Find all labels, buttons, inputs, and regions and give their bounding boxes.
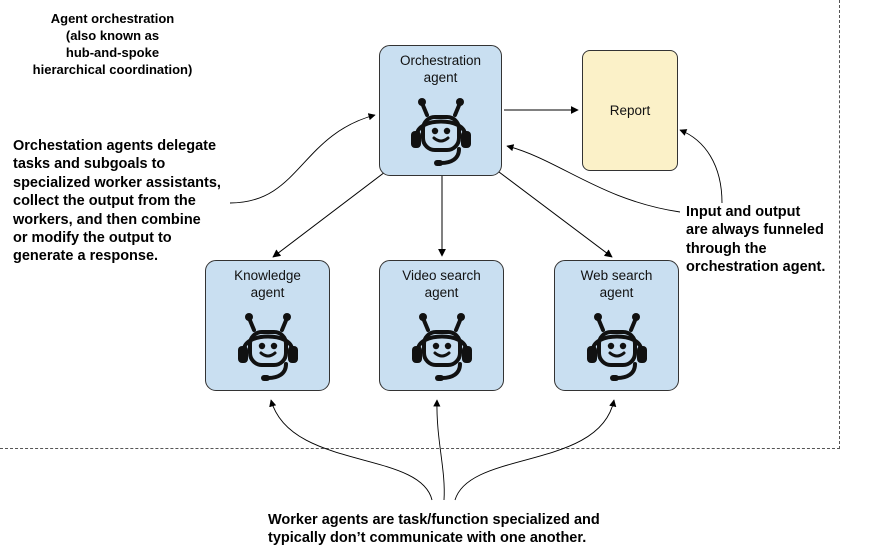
arrow-orchestration-to-knowledge [272, 171, 386, 258]
node-label: Orchestration agent [399, 53, 482, 85]
annotation-orchestration-role: Orchestation agents delegate tasks and s… [13, 138, 221, 265]
title-line: (also known as [65, 28, 160, 43]
pointer-bottom-to-knowledge [269, 399, 433, 501]
annotation-io-funnel: Input and output are always funneled thr… [686, 204, 826, 276]
annotation-worker-agents: Worker agents are task/function speciali… [268, 512, 600, 547]
pointer-right-to-report [679, 129, 723, 204]
pointer-left-annotation [229, 113, 376, 204]
node-label: Knowledge agent [234, 268, 301, 300]
robot-headset-icon [577, 308, 657, 388]
web-search-agent-node: Web search agent [554, 260, 679, 391]
pointer-bottom-to-video [433, 399, 445, 501]
pointer-right-to-orchestration [506, 144, 681, 213]
diagram-boundary [0, 0, 840, 449]
knowledge-agent-node: Knowledge agent [205, 260, 330, 391]
orchestration-agent-node: Orchestration agent [379, 45, 502, 176]
robot-headset-icon [228, 308, 308, 388]
title-line: hub-and-spoke [65, 45, 160, 60]
video-search-agent-node: Video search agent [379, 260, 504, 391]
robot-headset-icon [401, 93, 481, 173]
robot-headset-icon [402, 308, 482, 388]
report-node: Report [582, 50, 678, 171]
node-label: Web search agent [580, 268, 653, 300]
diagram-title: Agent orchestration (also known as hub-a… [10, 10, 215, 78]
node-label: Video search agent [402, 268, 481, 300]
title-line: hierarchical coordination) [32, 62, 193, 77]
arrow-orchestration-to-web [498, 171, 613, 258]
report-label: Report [609, 103, 651, 118]
title-line: Agent orchestration [50, 11, 175, 26]
pointer-bottom-to-web [454, 399, 617, 501]
